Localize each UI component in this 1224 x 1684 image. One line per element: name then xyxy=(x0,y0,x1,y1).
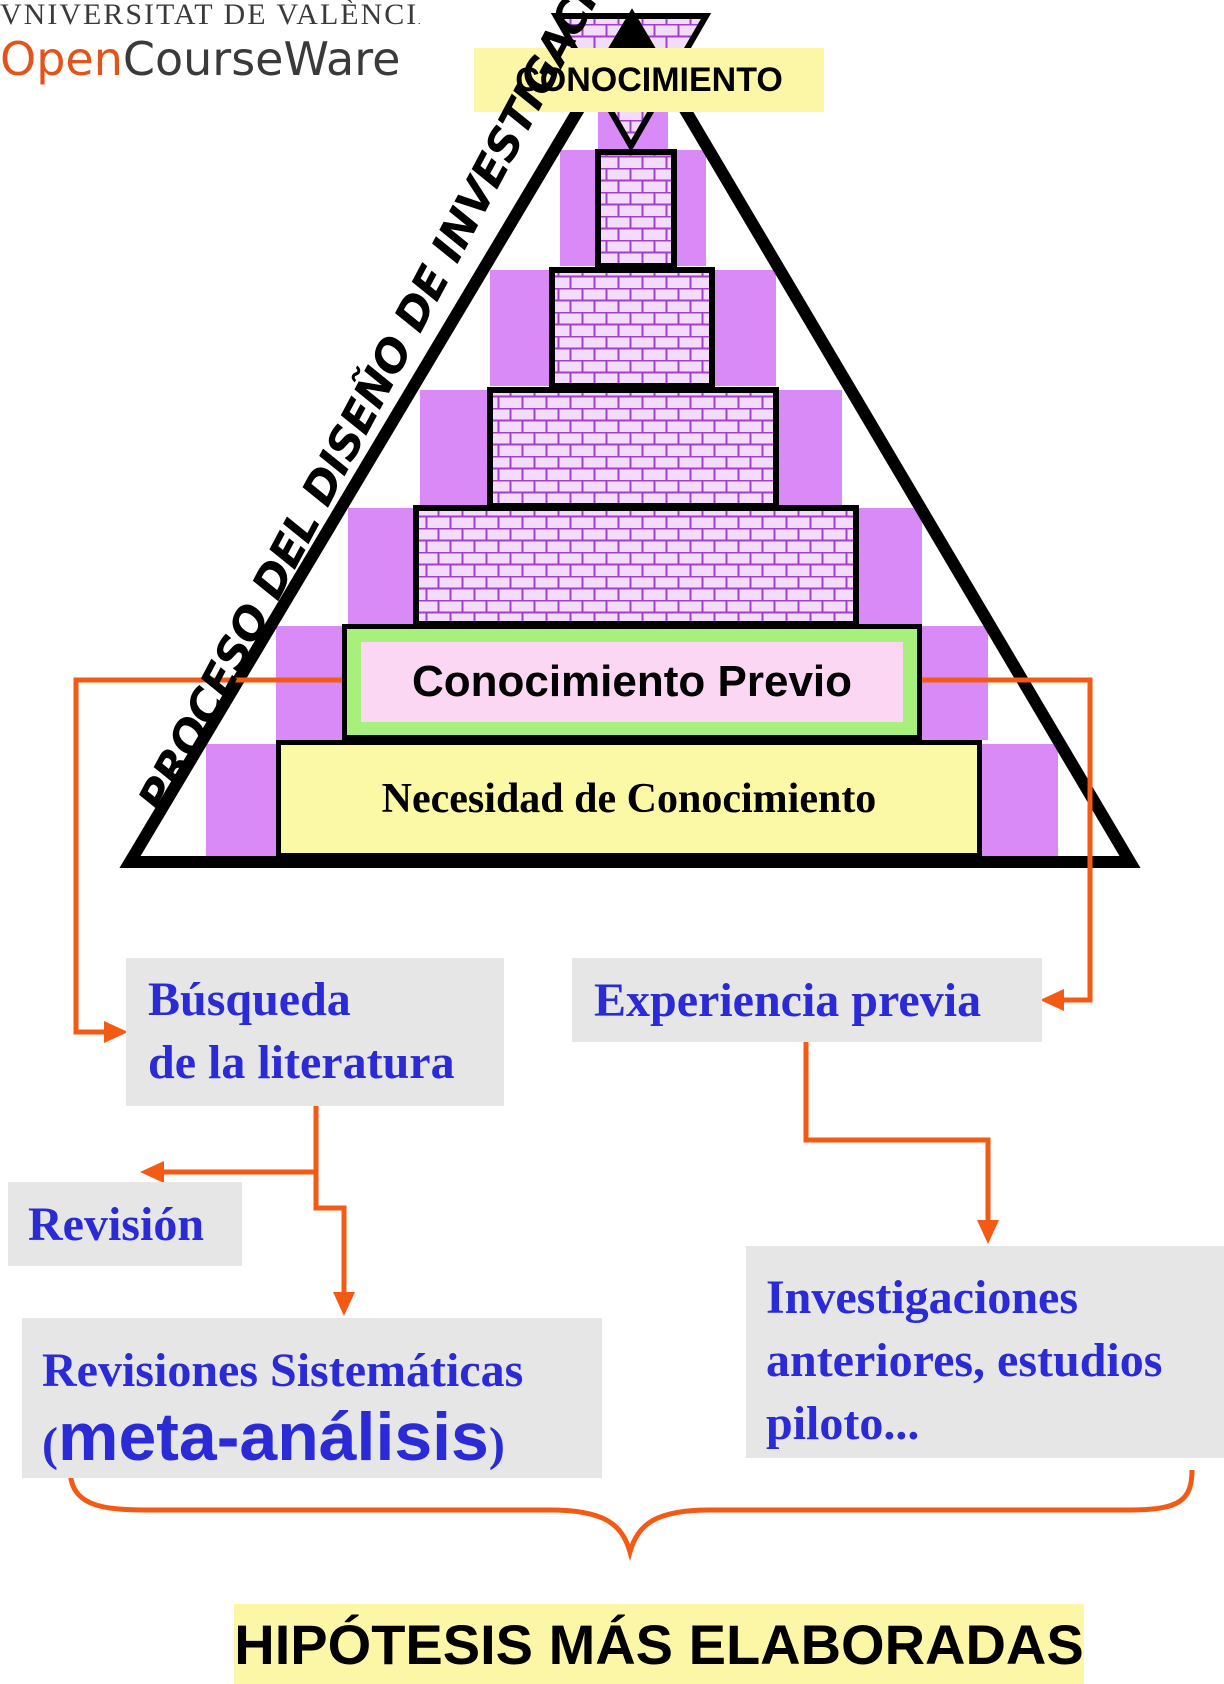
flow-connectors xyxy=(67,677,1195,1562)
side-block xyxy=(712,270,776,386)
side-block xyxy=(856,508,922,624)
paren-open: ( xyxy=(42,1418,58,1471)
side-block xyxy=(560,150,596,266)
literature-search-line2: de la literatura xyxy=(148,1036,455,1089)
connector-experience xyxy=(803,1042,991,1226)
side-block xyxy=(674,150,706,266)
opencourseware-logo: OpenCourseWare xyxy=(0,30,400,90)
conclusion-banner: HIPÓTESIS MÁS ELABORADAS xyxy=(234,1604,1084,1684)
meta-analysis-line: (meta-análisis) xyxy=(42,1403,602,1478)
curly-brace xyxy=(67,1467,1195,1562)
connector-right xyxy=(922,677,1093,1003)
arrow-head-down xyxy=(977,1220,999,1244)
connector-left xyxy=(73,677,342,1035)
side-block xyxy=(922,626,988,740)
meta-analysis-label: meta-análisis xyxy=(57,1399,489,1475)
brick-level-2 xyxy=(487,387,779,509)
side-block xyxy=(348,508,416,624)
previous-knowledge-label: Conocimiento Previo xyxy=(361,642,903,722)
prior-research-line1: Investigaciones xyxy=(766,1271,1078,1324)
logo-courseware: CourseWare xyxy=(122,32,401,86)
literature-search-line1: Búsqueda xyxy=(148,973,351,1026)
pyramid-outline xyxy=(119,8,1141,868)
pyramid-top-label: CONOCIMIENTO xyxy=(474,48,824,112)
side-block xyxy=(420,390,490,506)
systematic-reviews-box: Revisiones Sistemáticas (meta-análisis) xyxy=(22,1318,602,1478)
literature-search-box: Búsqueda de la literatura xyxy=(126,958,504,1106)
arrow-head-right xyxy=(104,1021,128,1043)
logo-open: Open xyxy=(0,32,123,86)
brick-level-3 xyxy=(549,267,715,389)
pyramid-brick-levels xyxy=(413,149,859,627)
connector-search-sys xyxy=(313,1172,347,1300)
university-name: VNIVERSITAT DE VALÈNCIA xyxy=(0,0,420,31)
review-box: Revisión xyxy=(8,1182,242,1266)
systematic-reviews-label: Revisiones Sistemáticas xyxy=(42,1344,524,1397)
knowledge-need-level: Necesidad de Conocimiento xyxy=(276,740,982,858)
brick-level-4 xyxy=(595,149,677,269)
arrow-heads xyxy=(104,989,1064,1316)
side-block xyxy=(776,390,842,506)
arrow-head-down xyxy=(333,1292,355,1316)
side-block xyxy=(276,626,342,740)
prior-research-box: Investigaciones anteriores, estudios pil… xyxy=(746,1246,1224,1458)
connector-search-down xyxy=(152,1106,319,1175)
prior-research-line2: anteriores, estudios xyxy=(766,1334,1163,1387)
paren-close: ) xyxy=(488,1418,505,1471)
arrow-head-left xyxy=(140,1161,164,1183)
previous-knowledge-level: Conocimiento Previo xyxy=(342,624,922,740)
prior-research-line3: piloto... xyxy=(766,1397,920,1450)
side-block xyxy=(490,270,552,386)
side-block xyxy=(982,744,1058,858)
brick-level-1 xyxy=(413,505,859,627)
arrow-head-left xyxy=(1040,989,1064,1011)
side-block xyxy=(206,744,276,858)
previous-experience-box: Experiencia previa xyxy=(572,958,1042,1042)
